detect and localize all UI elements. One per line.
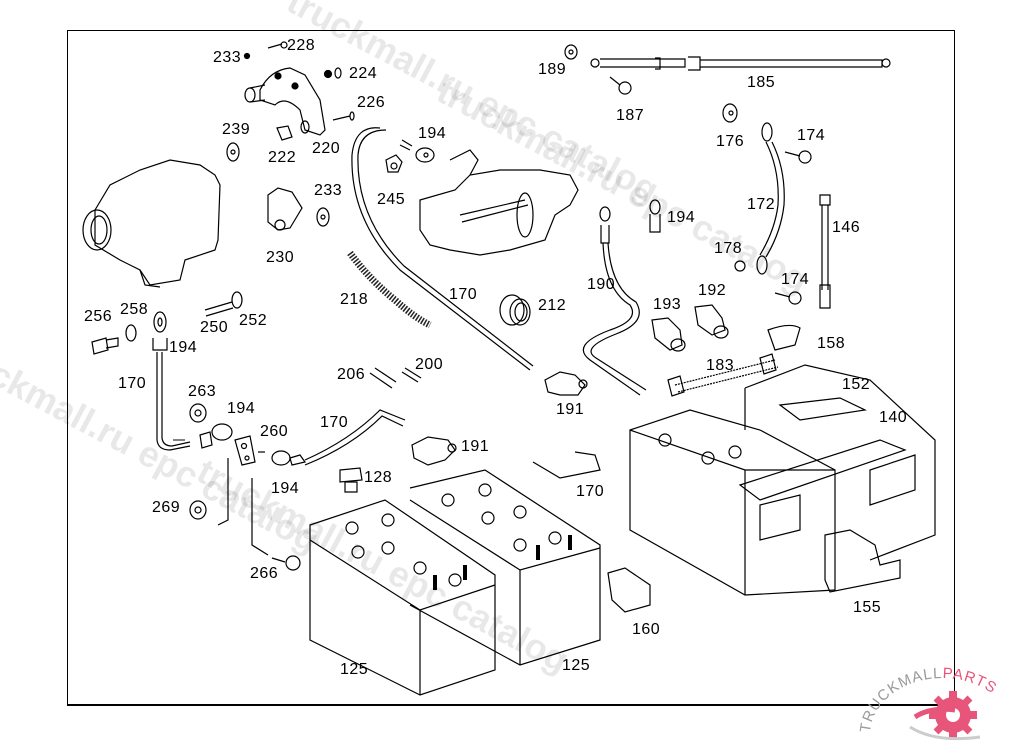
- terminal-clamps-drawing: [652, 305, 800, 351]
- callout-187[interactable]: 187: [616, 107, 645, 124]
- callout-125[interactable]: 125: [562, 657, 591, 674]
- callout-239[interactable]: 239: [222, 121, 251, 138]
- callout-152[interactable]: 152: [842, 376, 871, 393]
- rod-185-drawing: [565, 45, 890, 94]
- cable-170-left-drawing: [92, 292, 405, 570]
- callout-183[interactable]: 183: [706, 357, 735, 374]
- callout-212[interactable]: 212: [538, 297, 567, 314]
- callout-170[interactable]: 170: [118, 375, 147, 392]
- callout-185[interactable]: 185: [747, 74, 776, 91]
- callout-174[interactable]: 174: [797, 127, 826, 144]
- callout-222[interactable]: 222: [268, 149, 297, 166]
- connector-183-drawing: [668, 354, 778, 396]
- logo-swoosh-accent: [913, 706, 956, 720]
- callout-258[interactable]: 258: [120, 301, 149, 318]
- callout-172[interactable]: 172: [747, 196, 776, 213]
- callout-170[interactable]: 170: [320, 414, 349, 431]
- sleeves-drawing: [370, 368, 421, 388]
- callout-233[interactable]: 233: [213, 49, 242, 66]
- callout-260[interactable]: 260: [260, 423, 289, 440]
- callout-174[interactable]: 174: [781, 271, 810, 288]
- diagram-frame: [67, 30, 955, 706]
- callout-194[interactable]: 194: [169, 339, 198, 356]
- callout-193[interactable]: 193: [653, 296, 682, 313]
- callout-224[interactable]: 224: [349, 65, 378, 82]
- callout-160[interactable]: 160: [632, 621, 661, 638]
- callout-263[interactable]: 263: [188, 383, 217, 400]
- callout-226[interactable]: 226: [357, 94, 386, 111]
- callout-256[interactable]: 256: [84, 308, 113, 325]
- callout-220[interactable]: 220: [312, 140, 341, 157]
- callout-140[interactable]: 140: [879, 409, 908, 426]
- logo-graphic: TRUCKMALLPARTS: [857, 665, 1000, 741]
- callout-170[interactable]: 170: [449, 286, 478, 303]
- callout-194[interactable]: 194: [667, 209, 696, 226]
- callout-252[interactable]: 252: [239, 312, 268, 329]
- cable-170-upper-drawing: [352, 128, 533, 370]
- clamp-191-lower-drawing: [340, 437, 600, 492]
- callout-191[interactable]: 191: [556, 401, 585, 418]
- callout-233[interactable]: 233: [314, 182, 343, 199]
- truckmall-parts-logo: TRUCKMALLPARTS: [855, 655, 1024, 750]
- corrugated-tube-drawing: [350, 253, 430, 325]
- callout-245[interactable]: 245: [377, 191, 406, 208]
- clamp-191-upper-drawing: [545, 372, 587, 395]
- callout-228[interactable]: 228: [287, 37, 316, 54]
- callout-176[interactable]: 176: [716, 133, 745, 150]
- svg-text:TRUCKMALLPARTS: TRUCKMALLPARTS: [857, 665, 1000, 734]
- callout-155[interactable]: 155: [853, 599, 882, 616]
- cable-190-drawing: [583, 200, 660, 395]
- callout-194[interactable]: 194: [418, 125, 447, 142]
- bracket-220-drawing: [245, 68, 325, 135]
- callout-194[interactable]: 194: [271, 480, 300, 497]
- alternator-drawing: [83, 160, 220, 287]
- ground-strap-drawing: [723, 104, 830, 308]
- callout-191[interactable]: 191: [461, 438, 490, 455]
- hardware-top-drawing: [227, 42, 354, 230]
- callout-189[interactable]: 189: [538, 61, 567, 78]
- logo-text-dark: TRUCKMALL: [857, 665, 943, 734]
- logo-swoosh: [909, 725, 981, 741]
- callout-125[interactable]: 125: [340, 661, 369, 678]
- callout-158[interactable]: 158: [817, 335, 846, 352]
- batteries-125-drawing: [310, 470, 600, 695]
- callout-206[interactable]: 206: [337, 366, 366, 383]
- callout-269[interactable]: 269: [152, 499, 181, 516]
- starter-motor-drawing: [420, 150, 578, 255]
- callout-190[interactable]: 190: [587, 276, 616, 293]
- lug-194-upper-drawing: [386, 140, 434, 172]
- battery-152-140-drawing: [608, 365, 935, 612]
- callout-178[interactable]: 178: [714, 240, 743, 257]
- callout-170[interactable]: 170: [576, 483, 605, 500]
- callout-218[interactable]: 218: [340, 291, 369, 308]
- callout-230[interactable]: 230: [266, 249, 295, 266]
- callout-200[interactable]: 200: [415, 356, 444, 373]
- callout-192[interactable]: 192: [698, 282, 727, 299]
- callout-266[interactable]: 266: [250, 565, 279, 582]
- callout-250[interactable]: 250: [200, 319, 229, 336]
- grommet-drawing: [500, 295, 530, 325]
- callout-146[interactable]: 146: [832, 219, 861, 236]
- callout-194[interactable]: 194: [227, 400, 256, 417]
- gear-icon: [929, 691, 977, 739]
- callout-128[interactable]: 128: [364, 469, 393, 486]
